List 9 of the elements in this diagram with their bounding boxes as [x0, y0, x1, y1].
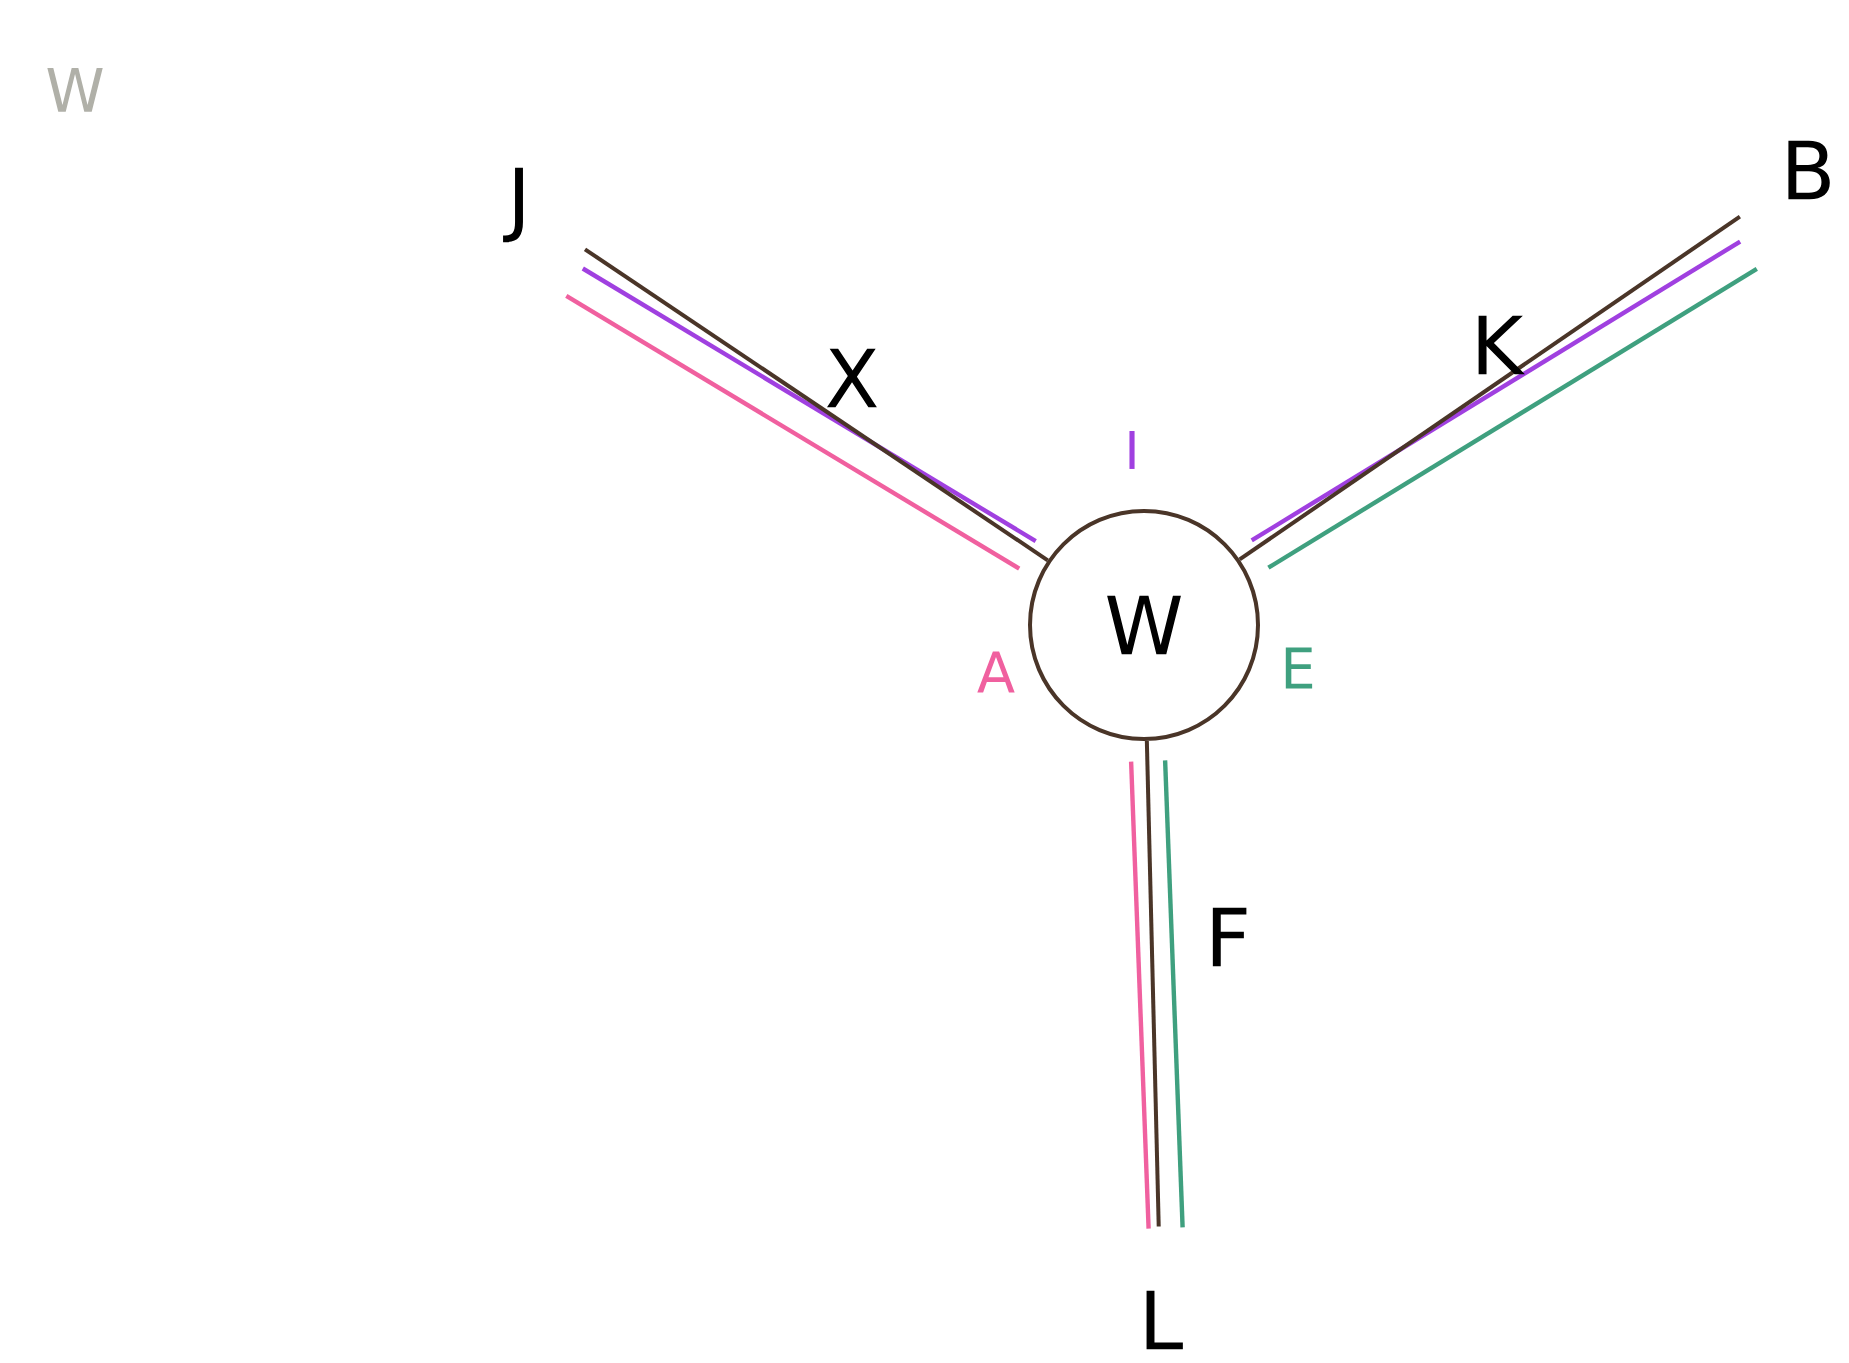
connector-line: [1144, 740, 1161, 1227]
circle-node: W: [1028, 509, 1260, 741]
region-label: W: [47, 68, 103, 112]
point-label: B: [1788, 140, 1830, 200]
edge-label: F: [1212, 907, 1247, 967]
edge-label: X: [827, 348, 877, 408]
edge-label: K: [1478, 315, 1525, 375]
point-label: J: [503, 167, 523, 243]
point-label: L: [1146, 1290, 1183, 1350]
